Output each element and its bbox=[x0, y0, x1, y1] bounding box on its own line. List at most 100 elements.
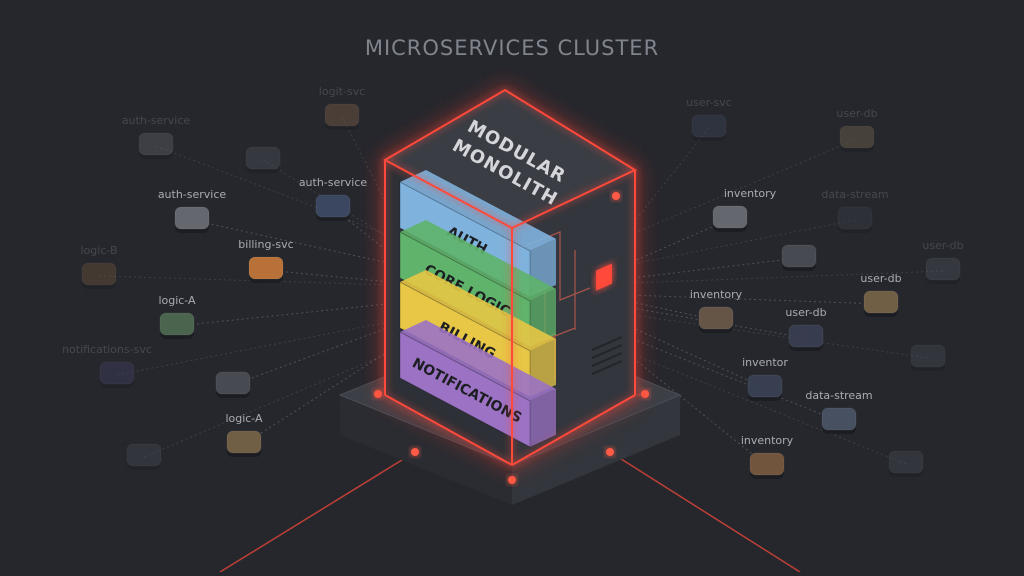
status-led-square bbox=[596, 263, 612, 291]
service-node: inventory bbox=[690, 288, 743, 333]
module-top bbox=[400, 270, 556, 351]
node-shadow bbox=[692, 119, 726, 141]
service-node: auth-service bbox=[299, 176, 368, 221]
node-shadow bbox=[840, 130, 874, 152]
node-label: logic-B bbox=[81, 244, 118, 257]
service-node: data-stream bbox=[821, 188, 889, 233]
node-shadow bbox=[911, 349, 945, 371]
node-tile bbox=[246, 147, 280, 169]
service-node: user-db bbox=[785, 306, 827, 351]
service-node: user-db bbox=[860, 272, 902, 317]
module-side bbox=[530, 388, 556, 447]
node-shadow bbox=[838, 211, 872, 233]
node-shadow bbox=[926, 262, 960, 284]
service-node: logic-A bbox=[158, 294, 196, 339]
node-label: user-svc bbox=[686, 96, 732, 109]
node-shadow bbox=[127, 448, 161, 470]
node-shadow bbox=[889, 455, 923, 477]
node-tile bbox=[698, 306, 734, 330]
node-tile bbox=[926, 258, 960, 280]
node-tile bbox=[82, 263, 116, 285]
connection-line bbox=[624, 219, 856, 266]
node-label: logic-A bbox=[225, 412, 263, 425]
node-shadow bbox=[246, 151, 280, 173]
node-label: logic-A bbox=[158, 294, 196, 307]
node-tile bbox=[159, 312, 195, 336]
node-shadow bbox=[139, 137, 173, 159]
connection-line bbox=[243, 343, 401, 445]
monolith-outline bbox=[382, 88, 638, 466]
node-label: auth-service bbox=[122, 114, 191, 127]
node-shadow bbox=[100, 366, 134, 388]
node-tile bbox=[127, 444, 161, 466]
service-node: inventor bbox=[742, 356, 788, 401]
node-tile bbox=[226, 430, 262, 454]
node-tile bbox=[100, 362, 134, 384]
connection-line bbox=[624, 138, 858, 238]
connection-line bbox=[191, 219, 401, 266]
connection-line bbox=[176, 302, 401, 327]
node-label: user-db bbox=[922, 239, 963, 252]
service-node: billing-svc bbox=[238, 238, 294, 283]
connection-line bbox=[624, 351, 768, 467]
service-node: auth-service bbox=[158, 188, 226, 233]
module-front bbox=[399, 331, 531, 448]
service-node: notifications-svc bbox=[62, 343, 152, 388]
connection-line bbox=[624, 350, 907, 465]
node-label: inventory bbox=[741, 434, 794, 447]
service-node: user-db bbox=[836, 107, 878, 152]
module-top bbox=[400, 320, 556, 401]
connection-line bbox=[116, 319, 401, 376]
node-tile bbox=[821, 407, 857, 431]
base-laser-lines bbox=[219, 451, 801, 573]
connection-line bbox=[624, 218, 731, 266]
diagram-title: MICROSERVICES CLUSTER bbox=[364, 36, 660, 60]
node-tile bbox=[325, 104, 359, 126]
vent-lines bbox=[591, 336, 623, 375]
service-node: inventory bbox=[712, 187, 777, 232]
module-top bbox=[400, 220, 556, 301]
node-label: user-db bbox=[836, 107, 877, 120]
node-tile bbox=[781, 244, 817, 268]
service-node: user-svc bbox=[686, 96, 732, 141]
module-slab: NOTIFICATIONS bbox=[399, 320, 556, 448]
node-tile bbox=[248, 256, 284, 280]
node-label: user-db bbox=[860, 272, 901, 285]
connection-line bbox=[624, 257, 800, 280]
node-label: data-stream bbox=[805, 389, 872, 402]
connection-line bbox=[624, 335, 840, 422]
node-tile bbox=[911, 345, 945, 367]
service-node bbox=[127, 444, 161, 470]
node-tile bbox=[749, 452, 785, 476]
connection-line bbox=[98, 275, 401, 286]
connection-line bbox=[155, 145, 401, 241]
node-tile bbox=[712, 205, 748, 229]
service-nodes: logit-svc auth-service auth-service auth-se… bbox=[62, 85, 964, 479]
connection-line bbox=[624, 313, 929, 359]
node-tile bbox=[840, 126, 874, 148]
connection-line bbox=[624, 323, 766, 389]
service-node: data-stream bbox=[805, 389, 873, 434]
node-label: auth-service bbox=[299, 176, 368, 189]
node-label: user-db bbox=[785, 306, 826, 319]
platform-led bbox=[411, 448, 419, 456]
service-node: logic-A bbox=[225, 412, 263, 457]
node-tile bbox=[863, 290, 899, 314]
node-shadow bbox=[325, 108, 359, 130]
connection-line bbox=[143, 347, 401, 458]
node-tile bbox=[692, 115, 726, 137]
node-shadow bbox=[82, 267, 116, 289]
node-label: logit-svc bbox=[319, 85, 365, 98]
service-node: user-db bbox=[922, 239, 964, 284]
service-node: auth-service bbox=[122, 114, 191, 159]
node-tile bbox=[139, 133, 173, 155]
service-node: logit-svc bbox=[319, 85, 365, 130]
node-label: data-stream bbox=[821, 188, 888, 201]
node-tile bbox=[315, 194, 351, 218]
node-tile bbox=[838, 207, 872, 229]
node-tile bbox=[747, 374, 783, 398]
node-tile bbox=[215, 371, 251, 395]
node-label: notifications-svc bbox=[62, 343, 152, 356]
